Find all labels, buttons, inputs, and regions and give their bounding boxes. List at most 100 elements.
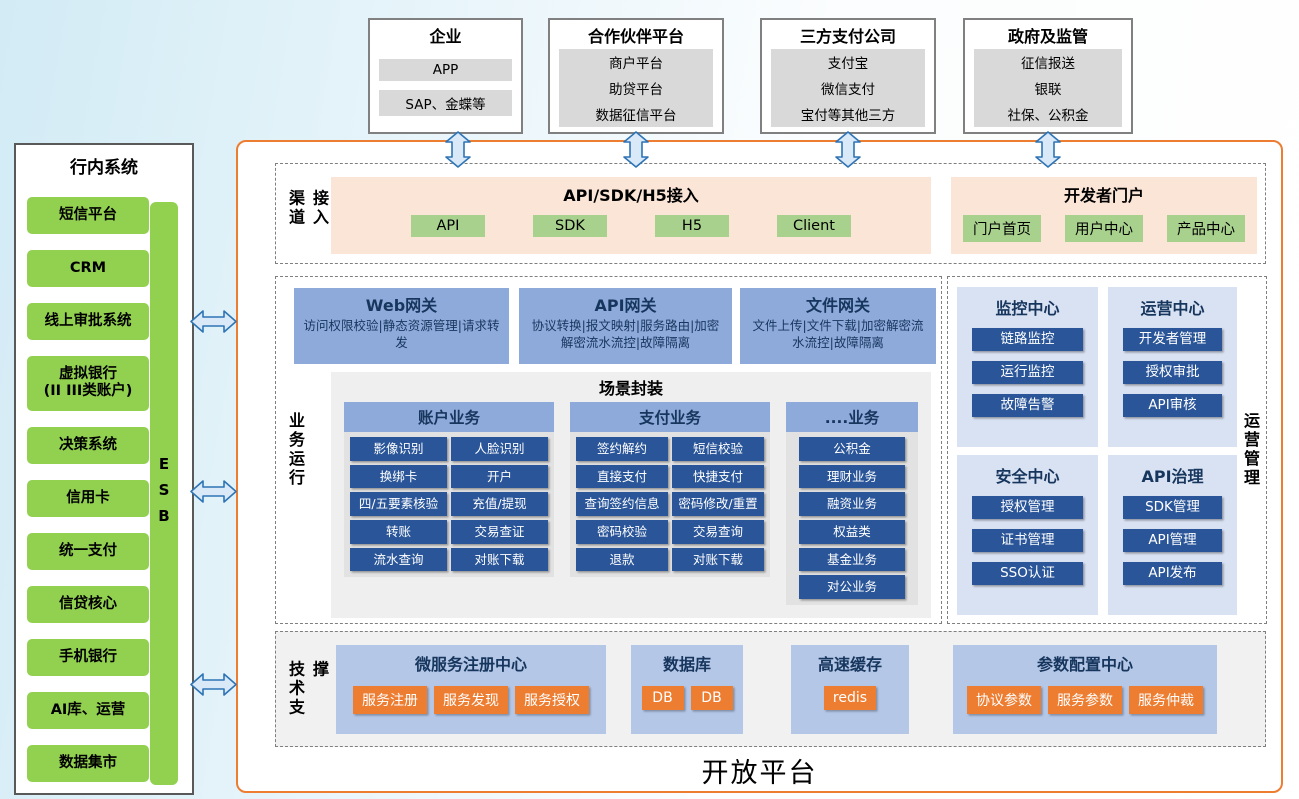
tech-item: 服务发现	[434, 686, 508, 714]
file-gateway-title: 文件网关	[805, 296, 870, 315]
double-arrow-vertical-icon	[445, 131, 471, 168]
technical-support-label: 技术支撑	[286, 660, 329, 718]
operations-management-label: 运营管理	[1241, 412, 1260, 488]
external-system-item: 社保、公积金	[974, 101, 1122, 127]
external-system-item: 征信报送	[974, 49, 1122, 75]
scenario-item: 退款	[576, 547, 668, 572]
access-button: H5	[655, 215, 729, 237]
internal-systems-title: 行内系统	[70, 158, 138, 178]
business-run-label: 业务运行	[286, 412, 305, 488]
external-box-third-party-payment: 三方支付公司 支付宝微信支付宝付等其他三方	[760, 18, 936, 134]
developer-portal-title: 开发者门户	[1063, 186, 1144, 205]
external-system-item: 微信支付	[771, 75, 925, 101]
esb-label: ESB	[155, 454, 173, 533]
scenario-item: 理财业务	[799, 464, 905, 489]
internal-system-item: 短信平台	[27, 197, 149, 235]
center-item: 授权管理	[972, 496, 1083, 519]
channel-access-label: 渠道接入	[286, 188, 329, 227]
scenario-item: 交易查询	[672, 519, 764, 544]
business-run-section: 业务运行 Web网关 访问权限校验|静态资源管理|请求转发 API网关 协议转换…	[275, 276, 942, 624]
double-arrow-horizontal-icon	[190, 673, 237, 696]
internal-system-item: 线上审批系统	[27, 303, 149, 341]
cache-box: 高速缓存 redis	[791, 645, 909, 734]
access-button: Client	[777, 215, 851, 237]
api-gateway-desc: 协议转换|报文映射|服务路由|加密解密流水流控|故障隔离	[531, 318, 720, 350]
double-arrow-vertical-icon	[1035, 131, 1061, 168]
double-arrow-horizontal-icon	[190, 480, 237, 503]
file-gateway-desc: 文件上传|文件下载|加密解密流水流控|故障隔离	[752, 318, 924, 350]
internal-system-item: 决策系统	[27, 426, 149, 464]
external-box-title: 合作伙伴平台	[587, 27, 684, 46]
external-box-items: 支付宝微信支付宝付等其他三方	[762, 47, 934, 133]
cache-title: 高速缓存	[817, 655, 882, 674]
tech-item: DB	[690, 686, 733, 710]
internal-system-item: 虚拟银行 (II III类账户)	[27, 356, 149, 411]
account-business-items: 影像识别人脸识别换绑卡开户四/五要素核验充值/提现转账交易查证流水查询对账下载	[344, 432, 554, 572]
internal-system-item: AI库、运营	[27, 692, 149, 730]
scenario-item: 对账下载	[451, 547, 548, 572]
tech-item: 服务仲裁	[1129, 686, 1203, 714]
security-center-title: 安全中心	[995, 467, 1060, 486]
account-business-header: 账户业务	[344, 402, 554, 432]
tech-item: 服务授权	[515, 686, 589, 714]
external-box-title: 企业	[429, 27, 462, 46]
payment-business-column: 支付业务 签约解约短信校验直接支付快捷支付查询签约信息密码修改/重置密码校验交易…	[570, 402, 770, 578]
center-item: 开发者管理	[1123, 328, 1222, 351]
scenario-item: 对账下载	[672, 547, 764, 572]
center-item: 授权审批	[1123, 360, 1222, 384]
external-box-title: 政府及监管	[1007, 27, 1088, 46]
scenario-item: 融资业务	[799, 492, 905, 516]
portal-button: 用户中心	[1065, 215, 1143, 242]
developer-portal-panel: 开发者门户 门户首页用户中心产品中心	[951, 177, 1257, 254]
tech-item: 协议参数	[967, 686, 1041, 714]
scenario-item: 快捷支付	[672, 464, 764, 489]
center-item: 运行监控	[972, 360, 1083, 384]
scenario-title: 场景封装	[598, 379, 663, 398]
scenario-item: 转账	[350, 519, 447, 544]
scenario-item: 充值/提现	[451, 492, 548, 516]
external-system-item: SAP、金蝶等	[379, 90, 512, 117]
scenario-item: 密码校验	[576, 519, 668, 544]
internal-system-item: 数据集市	[27, 745, 149, 783]
center-item: 链路监控	[972, 328, 1083, 351]
portal-button: 门户首页	[963, 215, 1041, 242]
internal-system-item: 信用卡	[27, 479, 149, 517]
api-gateway-title: API网关	[594, 296, 657, 315]
scenario-item: 直接支付	[576, 464, 668, 489]
parameter-config-box: 参数配置中心 协议参数服务参数服务仲裁	[953, 645, 1217, 734]
external-system-item: 商户平台	[559, 49, 713, 75]
scenario-item: 换绑卡	[350, 464, 447, 489]
access-button: API	[411, 215, 485, 237]
internal-system-item: 手机银行	[27, 638, 149, 677]
scenario-item: 密码修改/重置	[672, 492, 764, 516]
center-item: 故障告警	[972, 393, 1083, 417]
other-business-header: ....业务	[786, 402, 918, 432]
file-gateway-box: 文件网关 文件上传|文件下载|加密解密流水流控|故障隔离	[740, 288, 936, 364]
scenario-item: 四/五要素核验	[350, 492, 447, 516]
scenario-encapsulation-box: 场景封装 账户业务 影像识别人脸识别换绑卡开户四/五要素核验充值/提现转账交易查…	[331, 372, 931, 618]
payment-business-items: 签约解约短信校验直接支付快捷支付查询签约信息密码修改/重置密码校验交易查询退款对…	[570, 432, 770, 572]
api-access-title: API/SDK/H5接入	[563, 186, 699, 205]
center-item: API发布	[1123, 561, 1222, 585]
operation-center-title: 运营中心	[1140, 299, 1205, 318]
web-gateway-title: Web网关	[365, 296, 438, 315]
api-governance-title: API治理	[1141, 467, 1204, 486]
tech-item: DB	[641, 686, 684, 710]
external-system-item: 支付宝	[771, 49, 925, 75]
scenario-item: 签约解约	[576, 437, 668, 461]
external-box-title: 三方支付公司	[799, 27, 896, 46]
